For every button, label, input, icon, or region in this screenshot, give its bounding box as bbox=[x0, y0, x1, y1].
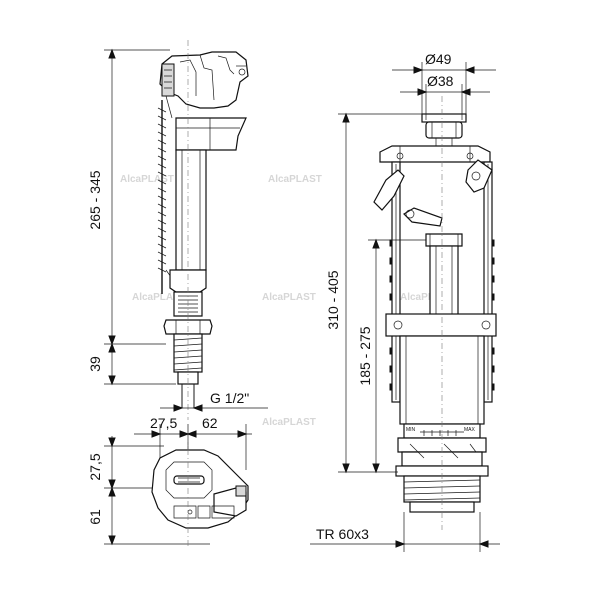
dim-outer-diameter-label: Ø49 bbox=[425, 51, 452, 67]
flush-valve-front-view: MIN MAX bbox=[373, 96, 497, 530]
right-dimensions: Ø49 Ø38 310 - 405 185 - 275 TR 60x3 bbox=[310, 51, 500, 552]
left-thread-label: G 1/2" bbox=[210, 390, 249, 406]
fill-valve-side-view bbox=[157, 40, 249, 420]
watermark-4: AlcaPLAST bbox=[262, 292, 316, 303]
dim-top-1-label: 27,5 bbox=[87, 453, 103, 480]
dim-height-label: 265 - 345 bbox=[87, 170, 103, 229]
dim-inner-diameter-label: Ø38 bbox=[427, 73, 454, 89]
dim-lower-height-label: 185 - 275 bbox=[357, 326, 373, 385]
watermark-3: AlcaPLAST bbox=[132, 292, 186, 303]
left-dimensions: 265 - 345 39 G 1/2" 27,5 62 27,5 61 bbox=[87, 48, 268, 546]
dim-width-1-label: 27,5 bbox=[150, 415, 177, 431]
right-thread-label: TR 60x3 bbox=[316, 526, 369, 542]
watermark-6: AlcaPLAST bbox=[262, 417, 316, 428]
fill-valve-top-view bbox=[151, 436, 249, 548]
watermark-1: AlcaPLAST bbox=[120, 174, 174, 185]
watermark-5: AlcaPLAST bbox=[400, 292, 454, 303]
dim-total-height-label: 310 - 405 bbox=[325, 270, 341, 329]
dim-width-2-label: 62 bbox=[202, 415, 218, 431]
watermarks: AlcaPLAST AlcaPLAST AlcaPLAST AlcaPLAST … bbox=[120, 174, 454, 428]
watermark-2: AlcaPLAST bbox=[268, 174, 322, 185]
scale-max-label: MAX bbox=[464, 427, 476, 433]
dim-top-2-label: 61 bbox=[87, 509, 103, 525]
dim-thread-length-label: 39 bbox=[87, 356, 103, 372]
scale-min-label: MIN bbox=[406, 427, 416, 433]
